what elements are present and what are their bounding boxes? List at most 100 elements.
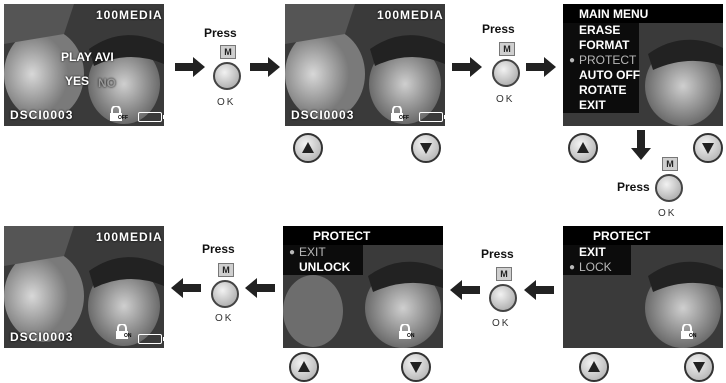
battery-icon — [138, 334, 164, 344]
down-arrow-button[interactable] — [684, 352, 714, 382]
arrow-right-icon — [526, 57, 556, 77]
down-arrow-button[interactable] — [693, 133, 723, 163]
menu-item-label: EXIT — [299, 245, 326, 259]
folder-label: 100MEDIA — [96, 230, 163, 244]
play-avi-prompt: PLAY AVI — [61, 50, 114, 64]
arrow-down-icon — [631, 130, 651, 160]
down-triangle-icon — [420, 143, 432, 154]
lock-state-tag: ON — [124, 333, 132, 339]
menu-item-unlock[interactable]: UNLOCK — [283, 260, 363, 275]
up-triangle-icon — [302, 142, 314, 153]
menu-header: MAIN MENU — [563, 4, 723, 23]
screen-protect-lock: PROTECT EXIT ●LOCK ON — [563, 226, 723, 348]
m-button[interactable]: M — [499, 42, 515, 56]
menu-item-label: ERASE — [579, 23, 621, 37]
menu-item-label: PROTECT — [579, 53, 637, 67]
ok-button[interactable] — [655, 174, 683, 202]
screen-main-menu: MAIN MENU ERASE FORMAT ●PROTECT AUTO OFF… — [563, 4, 723, 126]
screen-playback-protected: 100MEDIA DSCI0003 ON — [4, 226, 164, 348]
menu-item-erase[interactable]: ERASE — [563, 23, 639, 38]
lock-state-tag: ON — [689, 333, 697, 339]
lock-icon — [110, 106, 122, 121]
menu-title: PROTECT — [593, 229, 651, 243]
arrow-right-icon — [452, 57, 482, 77]
menu-item-lock[interactable]: ●LOCK — [563, 260, 631, 275]
menu-item-rotate[interactable]: ROTATE — [563, 83, 639, 98]
arrow-left-icon — [450, 280, 480, 300]
selection-bullet-icon: ● — [569, 55, 576, 66]
m-button[interactable]: M — [220, 45, 236, 59]
folder-label: 100MEDIA — [96, 8, 163, 22]
m-button[interactable]: M — [218, 263, 234, 277]
m-button[interactable]: M — [662, 157, 678, 171]
ok-button[interactable] — [211, 280, 239, 308]
selection-bullet-icon: ● — [569, 262, 576, 273]
lock-icon — [399, 324, 411, 339]
down-triangle-icon — [702, 143, 714, 154]
menu-item-protect[interactable]: ●PROTECT — [563, 53, 639, 68]
press-label: Press — [204, 26, 237, 40]
menu-item-label: ROTATE — [579, 83, 627, 97]
up-arrow-button[interactable] — [293, 133, 323, 163]
ok-label: OK — [658, 208, 677, 219]
arrow-left-icon — [171, 278, 201, 298]
up-arrow-button[interactable] — [568, 133, 598, 163]
menu-list: EXIT ●LOCK — [563, 245, 631, 275]
up-triangle-icon — [577, 142, 589, 153]
menu-item-label: EXIT — [579, 245, 606, 259]
ok-button[interactable] — [213, 62, 241, 90]
down-triangle-icon — [693, 362, 705, 373]
lock-icon — [116, 324, 128, 339]
press-label: Press — [481, 247, 514, 261]
menu-item-format[interactable]: FORMAT — [563, 38, 639, 53]
screen-play-avi: 100MEDIA PLAY AVI YES NO DSCI0003 OFF — [4, 4, 164, 126]
m-button[interactable]: M — [496, 267, 512, 281]
yes-option[interactable]: YES — [65, 74, 90, 88]
down-arrow-button[interactable] — [401, 352, 431, 382]
up-triangle-icon — [298, 361, 310, 372]
menu-item-label: UNLOCK — [299, 260, 351, 274]
up-arrow-button[interactable] — [289, 352, 319, 382]
menu-list: ERASE FORMAT ●PROTECT AUTO OFF ROTATE EX… — [563, 23, 640, 113]
ok-button[interactable] — [492, 59, 520, 87]
press-label: Press — [482, 22, 515, 36]
menu-title: PROTECT — [313, 229, 371, 243]
ok-button[interactable] — [489, 284, 517, 312]
battery-icon — [138, 112, 164, 122]
photo-background — [4, 4, 164, 126]
photo-background — [285, 4, 445, 126]
no-option[interactable]: NO — [98, 76, 116, 90]
menu-header: PROTECT — [563, 226, 723, 245]
menu-item-auto-off[interactable]: AUTO OFF — [563, 68, 640, 83]
lock-state-tag: OFF — [118, 115, 128, 121]
ok-label: OK — [215, 313, 234, 324]
filename: DSCI0003 — [10, 108, 74, 122]
battery-icon — [419, 112, 445, 122]
ok-label: OK — [496, 94, 515, 105]
menu-item-exit[interactable]: EXIT — [563, 245, 631, 260]
press-label: Press — [617, 180, 650, 194]
arrow-right-icon — [175, 57, 205, 77]
lock-icon — [681, 324, 693, 339]
arrow-right-icon — [250, 57, 280, 77]
up-triangle-icon — [588, 361, 600, 372]
selection-bullet-icon: ● — [289, 247, 296, 258]
arrow-left-icon — [245, 278, 275, 298]
lock-state-tag: ON — [407, 333, 415, 339]
arrow-left-icon — [524, 280, 554, 300]
lock-state-tag: OFF — [399, 115, 409, 121]
ok-label: OK — [492, 318, 511, 329]
filename: DSCI0003 — [10, 330, 74, 344]
up-arrow-button[interactable] — [579, 352, 609, 382]
lock-icon — [391, 106, 403, 121]
menu-item-label: FORMAT — [579, 38, 630, 52]
filename: DSCI0003 — [291, 108, 355, 122]
down-arrow-button[interactable] — [411, 133, 441, 163]
menu-list: ●EXIT UNLOCK — [283, 245, 363, 275]
menu-item-label: LOCK — [579, 260, 612, 274]
menu-item-label: EXIT — [579, 98, 606, 112]
photo-background — [283, 226, 443, 348]
screen-playback: 100MEDIA DSCI0003 OFF — [285, 4, 445, 126]
menu-item-exit[interactable]: ●EXIT — [283, 245, 363, 260]
menu-item-exit[interactable]: EXIT — [563, 98, 639, 113]
